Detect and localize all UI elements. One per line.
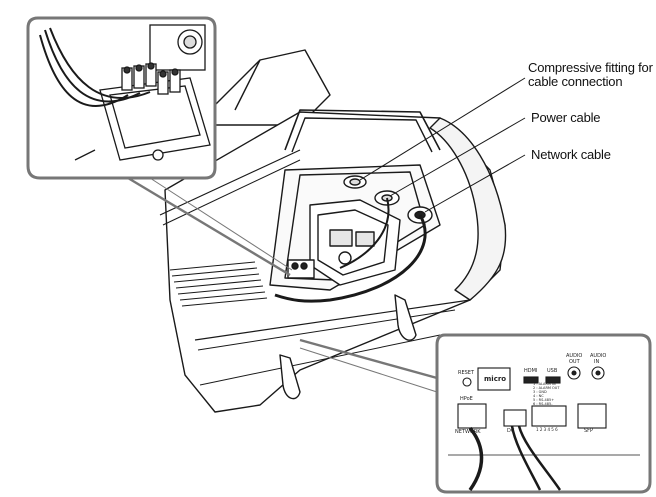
network-label: NETWORK (455, 429, 481, 435)
compressive-fitting-label-line1: Compressive fitting for (528, 60, 653, 75)
compressive-fitting-leader (359, 77, 526, 181)
power-cable-leader (389, 117, 526, 197)
network-cable-leader (424, 154, 526, 213)
terminal-block-detail (26, 16, 293, 277)
usb-label: USB (547, 368, 558, 374)
audio-in-label-2: IN (594, 359, 599, 365)
sfp-label: SFP (584, 428, 593, 434)
dc-label: DC (507, 428, 515, 434)
rs485-plus-label: 5 : RS-485+ (533, 398, 554, 402)
alarm-in-label: 1 : ALARM IN (533, 382, 556, 386)
rear-panel-detail: RESET micro HDMI USB AUDIO OUT AUDIO IN … (299, 333, 652, 494)
gnd-label: 3 : GND (533, 390, 547, 394)
compressive-fitting-label-line2: cable connection (528, 74, 623, 89)
callout-leaders (359, 77, 526, 213)
audio-out-label-1: AUDIO (566, 353, 582, 359)
alarm-out-label: 2 : ALARM OUT (533, 386, 560, 390)
micro-sd-label: micro (484, 375, 506, 383)
audio-in-label-1: AUDIO (590, 353, 606, 359)
nc-label: 4 : NC (533, 394, 544, 398)
reset-label: RESET (458, 370, 475, 376)
hdmi-label: HDMI (524, 368, 537, 374)
network-cable-label: Network cable (531, 147, 611, 162)
camera-housing (159, 49, 507, 413)
power-cable-label: Power cable (531, 110, 601, 125)
rs485-minus-label: 6 : RS-485- (533, 402, 553, 406)
audio-out-label-2: OUT (569, 359, 581, 365)
terminal-pin-numbers: 1 2 3 4 5 6 (536, 427, 558, 432)
hpoe-label: HPoE (460, 396, 473, 402)
